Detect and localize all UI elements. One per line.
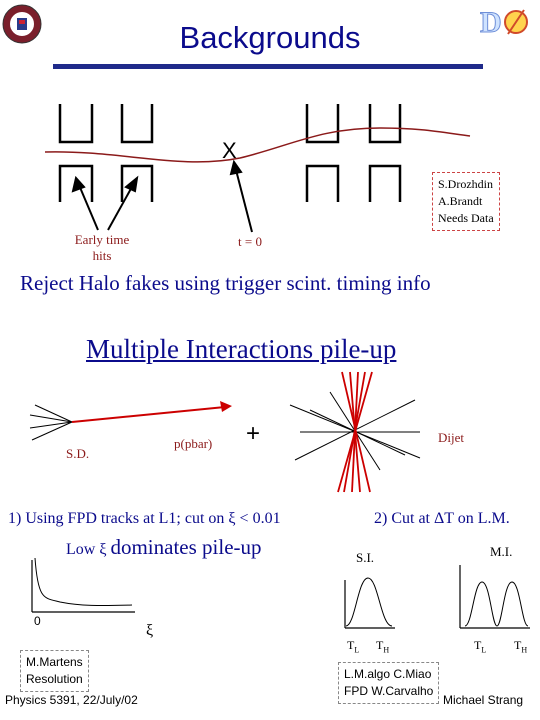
- course-footer: Physics 5391, 22/July/02: [5, 693, 138, 707]
- mi-th-main: T: [514, 638, 522, 652]
- axis-zero: 0: [34, 614, 41, 628]
- lower-detectors: [58, 164, 402, 202]
- early-time-arrows: [71, 159, 253, 233]
- mi-th-label: TH: [514, 638, 527, 654]
- title-underline: [53, 64, 483, 69]
- low-xi: Low ξ: [66, 541, 107, 558]
- early-time-label: Early time hits: [62, 232, 142, 264]
- lmalgo-note: L.M.algo C.Miao FPD W.Carvalho: [338, 662, 440, 704]
- halo-conclusion: Reject Halo fakes using trigger scint. t…: [20, 271, 431, 295]
- method2-line1: 2) Cut at ΔT on L.M.: [374, 510, 510, 527]
- page-title: Backgrounds: [179, 20, 361, 55]
- authors-note: S.Drozhdin A.Brandt Needs Data: [432, 172, 500, 231]
- si-th-main: T: [376, 638, 384, 652]
- authors-line-2: A.Brandt: [438, 194, 483, 208]
- early-line-2: hits: [92, 248, 112, 263]
- mi-label: M.I.: [490, 544, 513, 559]
- si-tl-sub: L: [354, 645, 360, 655]
- authors-line-3: Needs Data: [438, 211, 494, 225]
- plus-sign: +: [246, 420, 261, 447]
- method1-line2: Low ξ dominates pile-up: [66, 535, 262, 560]
- mi-th-sub: H: [521, 645, 528, 655]
- mi-plot: [459, 565, 530, 629]
- si-tl-label: TL: [347, 638, 359, 654]
- axis-xi: ξ: [146, 622, 154, 639]
- mi-tl-main: T: [474, 638, 482, 652]
- author-footer: Michael Strang: [443, 693, 524, 707]
- martens-note: M.Martens Resolution: [20, 650, 89, 692]
- university-seal-logo: [2, 4, 42, 44]
- authors-line-1: S.Drozhdin: [438, 177, 493, 191]
- si-th-label: TH: [376, 638, 389, 654]
- upper-detectors: [58, 104, 402, 144]
- sd-label: S.D.: [66, 446, 90, 461]
- mi-tl-label: TL: [474, 638, 486, 654]
- si-th-sub: H: [383, 645, 390, 655]
- martens-line-2: Resolution: [26, 672, 83, 686]
- lmalgo-line-1: L.M.algo C.Miao: [344, 667, 432, 681]
- martens-line-1: M.Martens: [26, 655, 83, 669]
- dijet-label: Dijet: [438, 430, 464, 445]
- si-label: S.I.: [356, 550, 375, 565]
- t0-label: t = 0: [238, 234, 262, 249]
- dijet-event: [289, 371, 421, 493]
- pbar-label: p(pbar): [174, 436, 213, 451]
- si-tl-main: T: [347, 638, 355, 652]
- early-line-1: Early time: [74, 232, 130, 247]
- dominates-text: dominates pile-up: [110, 535, 262, 559]
- pileup-heading: Multiple Interactions pile-up: [86, 334, 397, 364]
- method1-line1: 1) Using FPD tracks at L1; cut on ξ < 0.…: [8, 510, 281, 527]
- svg-text:D: D: [480, 6, 502, 39]
- pbar-arrow: [71, 401, 232, 423]
- xi-plot: [31, 557, 135, 613]
- sd-event: [29, 404, 73, 441]
- mi-tl-sub: L: [481, 645, 487, 655]
- si-plot: [344, 577, 395, 629]
- lmalgo-line-2: FPD W.Carvalho: [344, 684, 434, 698]
- dzero-logo: D: [478, 2, 536, 42]
- vertex-marker: X: [222, 138, 237, 163]
- halo-trajectory: [44, 127, 471, 163]
